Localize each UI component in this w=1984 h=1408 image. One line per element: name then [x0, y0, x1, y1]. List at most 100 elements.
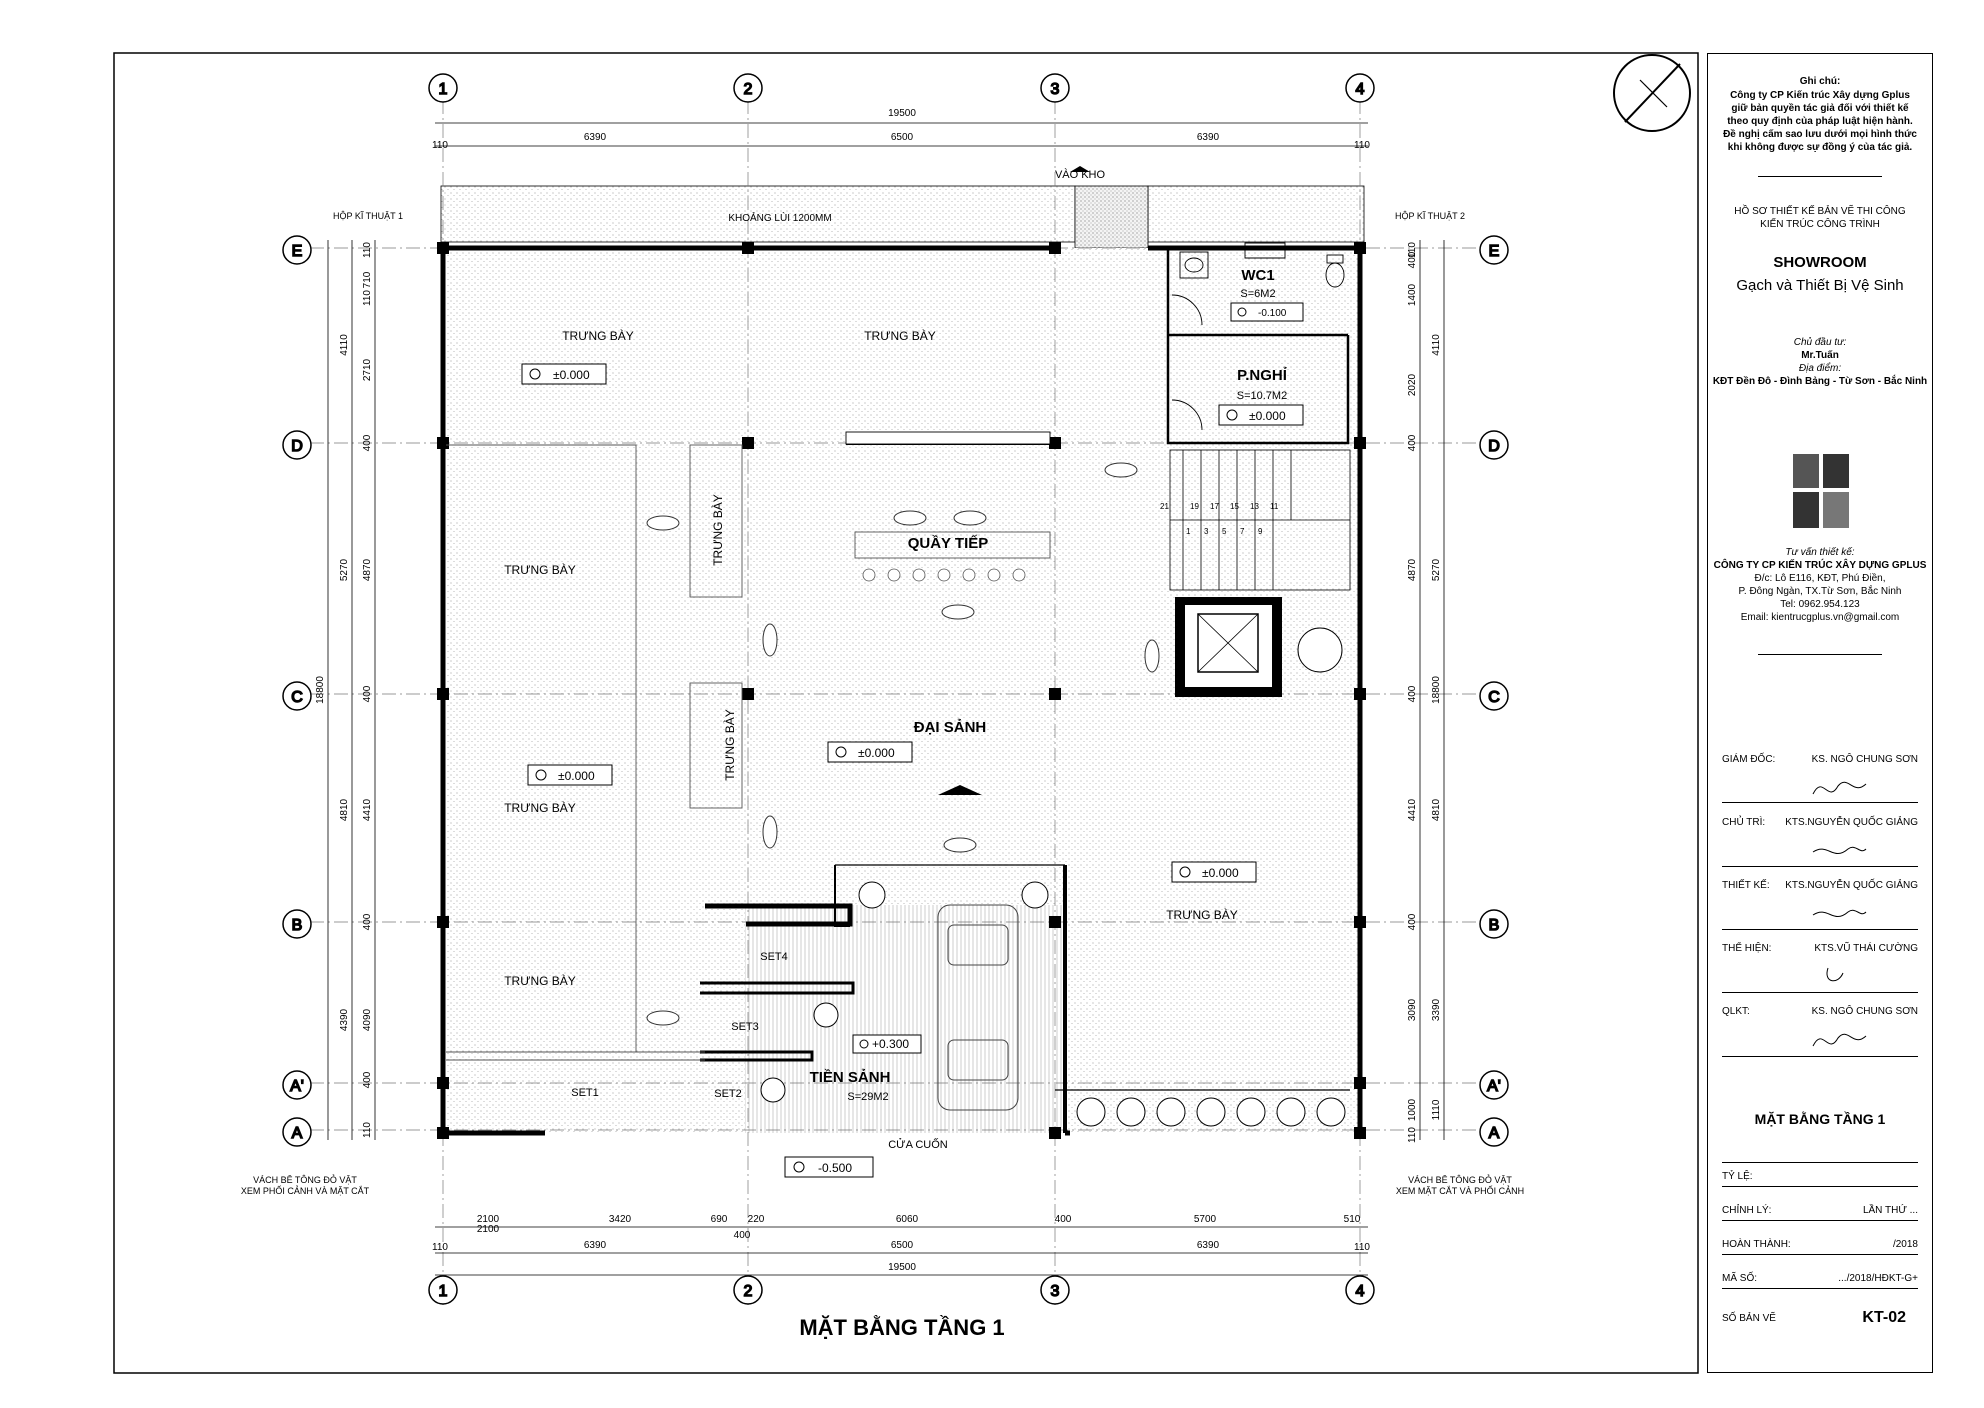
svg-text:110: 110 — [432, 140, 448, 151]
svg-text:SET3: SET3 — [731, 1021, 759, 1033]
svg-text:110: 110 — [1354, 140, 1370, 151]
svg-text:±0.000: ±0.000 — [553, 368, 590, 382]
consult-address: P. Đông Ngàn, TX.Từ Sơn, Bắc Ninh — [1738, 586, 1902, 597]
svg-text:110: 110 — [362, 1122, 373, 1138]
level-tag: ±0.000 — [827, 741, 913, 763]
setback-strip — [440, 185, 1076, 243]
stair — [1169, 449, 1351, 591]
svg-text:4810: 4810 — [1431, 798, 1442, 821]
svg-text:2020: 2020 — [1407, 373, 1418, 396]
svg-text:3: 3 — [1051, 1283, 1060, 1300]
divider — [1722, 1162, 1918, 1163]
svg-text:18800: 18800 — [315, 676, 326, 704]
code-row: MÃ SỐ:.../2018/HĐKT-G+ — [1722, 1273, 1918, 1284]
svg-text:P.NGHỈ: P.NGHỈ — [1237, 367, 1287, 384]
display-partitions — [446, 431, 1051, 1061]
svg-text:400: 400 — [1407, 913, 1418, 930]
divider — [1722, 1288, 1918, 1289]
svg-text:9: 9 — [1258, 527, 1263, 536]
svg-text:4110: 4110 — [339, 334, 350, 356]
svg-text:WC1: WC1 — [1241, 267, 1274, 284]
svg-text:6390: 6390 — [584, 1240, 607, 1251]
svg-text:19500: 19500 — [888, 1262, 916, 1273]
project-kind: KIẾN TRÚC CÔNG TRÌNH — [1760, 219, 1880, 230]
svg-text:2710: 2710 — [362, 358, 373, 381]
note-line: giữ bản quyền tác giả đối với thiết kế — [1731, 103, 1909, 114]
svg-text:400: 400 — [1407, 434, 1418, 451]
consult-address: Đ/c: Lô E116, KĐT, Phú Điền, — [1754, 573, 1886, 584]
planters — [760, 627, 1346, 1127]
note-title: Ghi chú: — [1799, 76, 1841, 87]
svg-text:TRƯNG BÀY: TRƯNG BÀY — [504, 800, 576, 815]
setback-strip-right — [1147, 185, 1365, 243]
svg-text:TRƯNG BÀY: TRƯNG BÀY — [864, 328, 936, 343]
svg-text:SET2: SET2 — [714, 1088, 742, 1100]
lift — [1175, 597, 1282, 697]
consult-tel: Tel: 0962.954.123 — [1780, 599, 1860, 610]
svg-text:6500: 6500 — [891, 1240, 914, 1251]
svg-text:3090: 3090 — [1407, 998, 1418, 1021]
svg-text:110: 110 — [1407, 1127, 1418, 1143]
signature — [1812, 909, 1867, 918]
svg-text:710: 710 — [362, 271, 373, 288]
svg-text:VÁCH BÊ TÔNG ĐỎ VẬT: VÁCH BÊ TÔNG ĐỎ VẬT — [1408, 1174, 1512, 1185]
signature — [1812, 846, 1867, 855]
plan-title: MẶT BẰNG TẦNG 1 — [799, 1315, 1004, 1340]
svg-text:6500: 6500 — [891, 132, 914, 143]
revision-row: CHỈNH LÝ:LẦN THỨ ... — [1722, 1205, 1918, 1216]
svg-text:400: 400 — [734, 1230, 751, 1241]
entry-arrows — [938, 166, 1090, 795]
svg-text:TRƯNG BÀY: TRƯNG BÀY — [1166, 907, 1238, 922]
location-label: Địa điểm: — [1798, 363, 1842, 374]
svg-text:4390: 4390 — [339, 1008, 350, 1031]
svg-text:S=10.7M2: S=10.7M2 — [1237, 390, 1287, 402]
svg-text:6390: 6390 — [1197, 1240, 1220, 1251]
svg-text:B: B — [292, 917, 303, 934]
svg-text:1: 1 — [439, 81, 448, 98]
svg-text:6390: 6390 — [584, 132, 607, 143]
svg-text:3390: 3390 — [1431, 998, 1442, 1021]
svg-text:TIỀN SẢNH: TIỀN SẢNH — [810, 1069, 891, 1086]
svg-text:TRƯNG BÀY: TRƯNG BÀY — [504, 973, 576, 988]
svg-text:VÁCH BÊ TÔNG ĐỎ VẬT: VÁCH BÊ TÔNG ĐỎ VẬT — [253, 1174, 357, 1185]
svg-text:5: 5 — [1222, 527, 1227, 536]
divider — [1758, 654, 1882, 655]
svg-text:2100: 2100 — [477, 1224, 500, 1235]
level-tag: ±0.000 — [1171, 861, 1257, 883]
note-line: theo quy định của pháp luật hiện hành. — [1727, 116, 1913, 127]
svg-text:1110: 1110 — [1431, 1099, 1442, 1120]
svg-text:4810: 4810 — [339, 798, 350, 821]
svg-text:1000: 1000 — [1407, 1098, 1418, 1121]
level-tag: +0.300 — [852, 1034, 922, 1054]
svg-text:A': A' — [1487, 1078, 1501, 1095]
level-tags: ±0.000 ±0.000 ±0.000 ±0.000 ±0.000 -0.10… — [521, 302, 1304, 1178]
divider — [1758, 176, 1882, 177]
divider — [1722, 992, 1918, 993]
consult-name: CÔNG TY CP KIẾN TRÚC XÂY DỰNG GPLUS — [1713, 560, 1927, 571]
svg-text:±0.000: ±0.000 — [1249, 409, 1286, 423]
dimension-texts-left: 18800 4110 5270 4810 4390 110 710 110 27… — [315, 242, 373, 1138]
svg-text:TRƯNG BÀY: TRƯNG BÀY — [504, 562, 576, 577]
svg-text:C: C — [291, 689, 303, 706]
svg-text:±0.000: ±0.000 — [1202, 866, 1239, 880]
svg-text:A: A — [292, 1125, 303, 1142]
svg-text:7: 7 — [1240, 527, 1245, 536]
owner-label: Chủ đầu tư: — [1793, 337, 1847, 348]
level-tag: -0.100 — [1230, 302, 1304, 322]
svg-text:4870: 4870 — [362, 558, 373, 581]
consult-label: Tư vấn thiết kế: — [1785, 547, 1855, 558]
dimension-lines — [327, 122, 1445, 1276]
svg-text:4870: 4870 — [1407, 558, 1418, 581]
svg-text:1: 1 — [1186, 527, 1191, 536]
note-line: Công ty CP Kiến trúc Xây dựng Gplus — [1730, 90, 1910, 101]
svg-text:S=6M2: S=6M2 — [1240, 288, 1275, 300]
people — [646, 462, 1160, 1026]
svg-text:5270: 5270 — [1431, 558, 1442, 581]
dimension-texts-right: 18800 110 400 1400 2020 400 4870 400 441… — [1407, 242, 1442, 1143]
north-arrow-icon — [1613, 54, 1691, 132]
svg-text:3420: 3420 — [609, 1214, 632, 1225]
svg-text:E: E — [292, 243, 303, 260]
svg-text:-0.500: -0.500 — [818, 1161, 852, 1175]
